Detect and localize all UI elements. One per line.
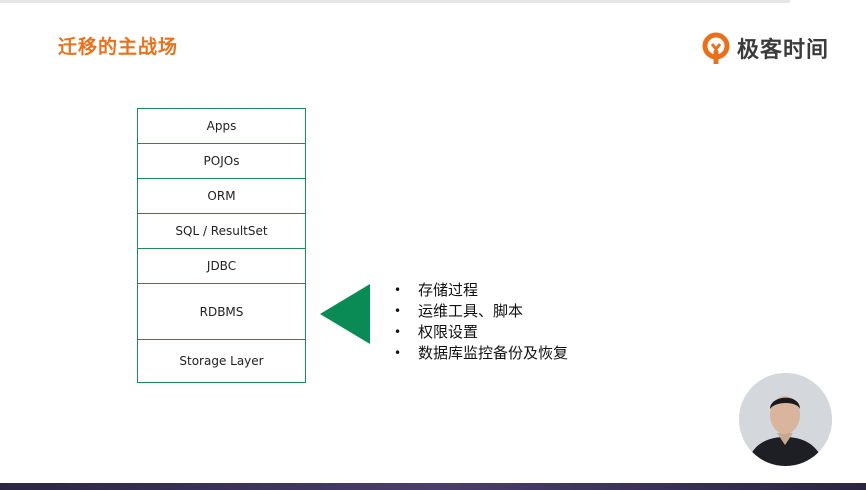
layer-rdbms: RDBMS (138, 284, 305, 340)
layer-apps: Apps (138, 109, 305, 144)
bullet-symbol: • (394, 325, 402, 339)
bullet-text: 运维工具、脚本 (418, 302, 524, 320)
layer-orm: ORM (138, 179, 305, 214)
brand-name: 极客时间 (737, 38, 830, 63)
bottom-bar (0, 483, 866, 490)
brand: 极客时间 (701, 30, 829, 66)
layer-sql-resultset: SQL / ResultSet (138, 214, 305, 249)
geektime-logo-icon (702, 32, 730, 64)
bullet-text: 权限设置 (418, 323, 479, 341)
bullet-list: • 存储过程 • 运维工具、脚本 • 权限设置 • 数据库监控备份及恢复 (394, 280, 568, 364)
bullet-item: • 存储过程 (394, 280, 568, 301)
triangle-left-icon (320, 284, 370, 344)
slide-title: 迁移的主战场 (58, 36, 179, 58)
bullet-item: • 数据库监控备份及恢复 (394, 343, 568, 364)
bullet-text: 存储过程 (418, 281, 479, 299)
layer-stack: Apps POJOs ORM SQL / ResultSet JDBC RDBM… (137, 108, 306, 383)
top-strip (0, 0, 790, 3)
presenter-webcam-icon (739, 373, 832, 466)
bullet-item: • 运维工具、脚本 (394, 301, 568, 322)
bullet-text: 数据库监控备份及恢复 (418, 344, 569, 362)
layer-jdbc: JDBC (138, 249, 305, 284)
presenter-silhouette-icon (739, 373, 832, 466)
bullet-symbol: • (394, 346, 402, 360)
bullet-item: • 权限设置 (394, 322, 568, 343)
layer-pojos: POJOs (138, 144, 305, 179)
layer-storage: Storage Layer (179, 354, 264, 368)
bullet-symbol: • (394, 283, 402, 297)
bullet-symbol: • (394, 304, 402, 318)
